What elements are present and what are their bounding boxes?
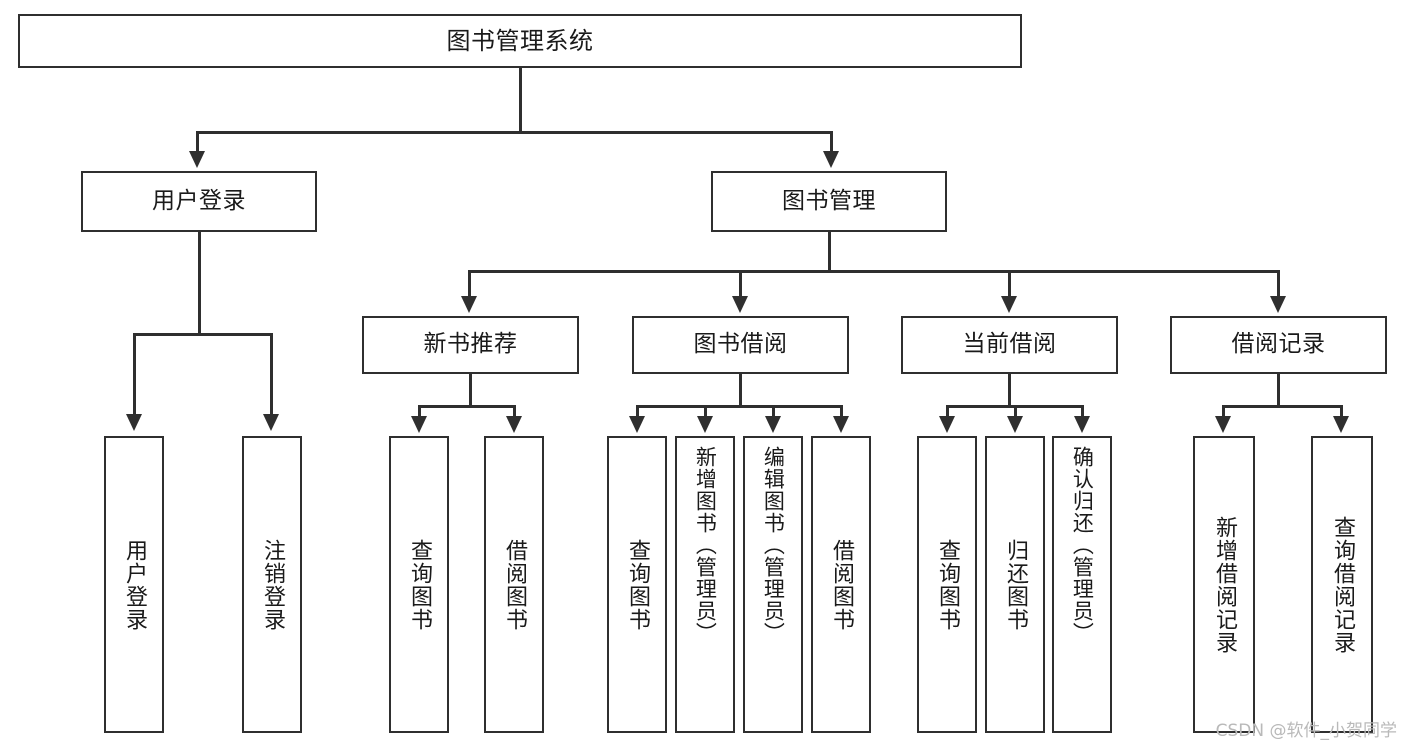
node-label: 用户登录 (152, 187, 246, 214)
edge-root-stem (519, 68, 522, 133)
edge-nbr-bus (418, 405, 516, 408)
arrow-to-borrow-record (1270, 296, 1286, 313)
arrow-to-leaf-add-book (697, 416, 713, 433)
arrow-to-leaf-logout (263, 414, 279, 431)
edge-root-bus (196, 131, 832, 134)
edge-bb-drop-3 (772, 405, 775, 418)
arrow-to-new-book-rec (461, 296, 477, 313)
leaf-return-book[interactable]: 归还图书 (985, 436, 1045, 733)
node-current-borrow[interactable]: 当前借阅 (901, 316, 1118, 374)
edge-user-login-drop-2 (270, 333, 273, 416)
node-label: 查询图书 (934, 538, 960, 631)
node-label: 借阅记录 (1231, 331, 1326, 358)
edge-user-login-bus (133, 333, 272, 336)
leaf-user-login[interactable]: 用户登录 (104, 436, 164, 733)
edge-bm-drop-4 (1277, 270, 1280, 298)
leaf-borrow-book-2[interactable]: 借阅图书 (811, 436, 871, 733)
node-label: 查询借阅记录 (1329, 515, 1355, 654)
node-label: 确认归还（管理员） (1070, 446, 1095, 644)
edge-book-manage-bus (468, 270, 1280, 273)
arrow-to-leaf-query-book-1 (411, 416, 427, 433)
node-label: 借阅图书 (828, 538, 854, 631)
leaf-query-book-1[interactable]: 查询图书 (389, 436, 449, 733)
edge-bm-drop-3 (1008, 270, 1011, 298)
arrow-to-leaf-query-book-3 (939, 416, 955, 433)
node-new-book-rec[interactable]: 新书推荐 (362, 316, 579, 374)
edge-root-to-user-login (196, 131, 199, 153)
node-root-system[interactable]: 图书管理系统 (18, 14, 1022, 68)
edge-br-stem (1277, 374, 1280, 407)
edge-bb-drop-4 (840, 405, 843, 418)
arrow-to-book-borrow (732, 296, 748, 313)
edge-br-bus (1222, 405, 1342, 408)
node-label: 图书管理 (782, 187, 876, 214)
node-label: 用户登录 (121, 538, 147, 631)
edge-book-manage-stem (828, 232, 831, 272)
arrow-to-book-manage (823, 151, 839, 168)
arrow-to-leaf-query-record (1333, 416, 1349, 433)
edge-bb-drop-1 (636, 405, 639, 418)
node-label: 注销登录 (259, 538, 285, 631)
edge-user-login-stem (198, 232, 201, 335)
node-label: 查询图书 (624, 538, 650, 631)
leaf-edit-book[interactable]: 编辑图书（管理员） (743, 436, 803, 733)
leaf-add-record[interactable]: 新增借阅记录 (1193, 436, 1255, 733)
leaf-logout[interactable]: 注销登录 (242, 436, 302, 733)
node-book-borrow[interactable]: 图书借阅 (632, 316, 849, 374)
edge-br-drop-2 (1340, 405, 1343, 418)
leaf-borrow-book-1[interactable]: 借阅图书 (484, 436, 544, 733)
watermark: CSDN @软件_小贺同学 (1215, 721, 1397, 741)
node-user-login[interactable]: 用户登录 (81, 171, 317, 232)
node-borrow-record[interactable]: 借阅记录 (1170, 316, 1387, 374)
edge-nbr-drop-1 (418, 405, 421, 418)
node-label: 查询图书 (406, 538, 432, 631)
arrow-to-leaf-add-record (1215, 416, 1231, 433)
arrow-to-leaf-user-login (126, 414, 142, 431)
node-label: 新增图书（管理员） (693, 446, 718, 644)
leaf-query-book-2[interactable]: 查询图书 (607, 436, 667, 733)
edge-cb-drop-2 (1014, 405, 1017, 418)
arrow-to-current-borrow (1001, 296, 1017, 313)
edge-bb-stem (739, 374, 742, 407)
node-label: 编辑图书（管理员） (761, 446, 786, 644)
arrow-to-leaf-edit-book (765, 416, 781, 433)
edge-cb-drop-3 (1081, 405, 1084, 418)
node-label: 新增借阅记录 (1211, 515, 1237, 654)
leaf-add-book[interactable]: 新增图书（管理员） (675, 436, 735, 733)
edge-bb-bus (636, 405, 842, 408)
edge-cb-stem (1008, 374, 1011, 407)
arrow-to-leaf-return-book (1007, 416, 1023, 433)
arrow-to-user-login (189, 151, 205, 168)
edge-root-to-book-manage (830, 131, 833, 153)
node-label: 归还图书 (1002, 538, 1028, 631)
node-label: 借阅图书 (501, 538, 527, 631)
node-book-manage[interactable]: 图书管理 (711, 171, 947, 232)
edge-cb-drop-1 (946, 405, 949, 418)
edge-bm-drop-2 (739, 270, 742, 298)
edge-br-drop-1 (1222, 405, 1225, 418)
edge-nbr-stem (469, 374, 472, 407)
arrow-to-leaf-query-book-2 (629, 416, 645, 433)
node-label: 新书推荐 (423, 331, 518, 358)
node-label: 图书管理系统 (446, 26, 594, 55)
node-label: 当前借阅 (962, 331, 1057, 358)
arrow-to-leaf-borrow-book-2 (833, 416, 849, 433)
edge-nbr-drop-2 (513, 405, 516, 418)
arrow-to-leaf-borrow-book-1 (506, 416, 522, 433)
node-label: 图书借阅 (693, 331, 788, 358)
arrow-to-leaf-confirm-return (1074, 416, 1090, 433)
edge-bm-drop-1 (468, 270, 471, 298)
edge-bb-drop-2 (704, 405, 707, 418)
edge-user-login-drop-1 (133, 333, 136, 416)
leaf-confirm-return[interactable]: 确认归还（管理员） (1052, 436, 1112, 733)
leaf-query-book-3[interactable]: 查询图书 (917, 436, 977, 733)
leaf-query-record[interactable]: 查询借阅记录 (1311, 436, 1373, 733)
